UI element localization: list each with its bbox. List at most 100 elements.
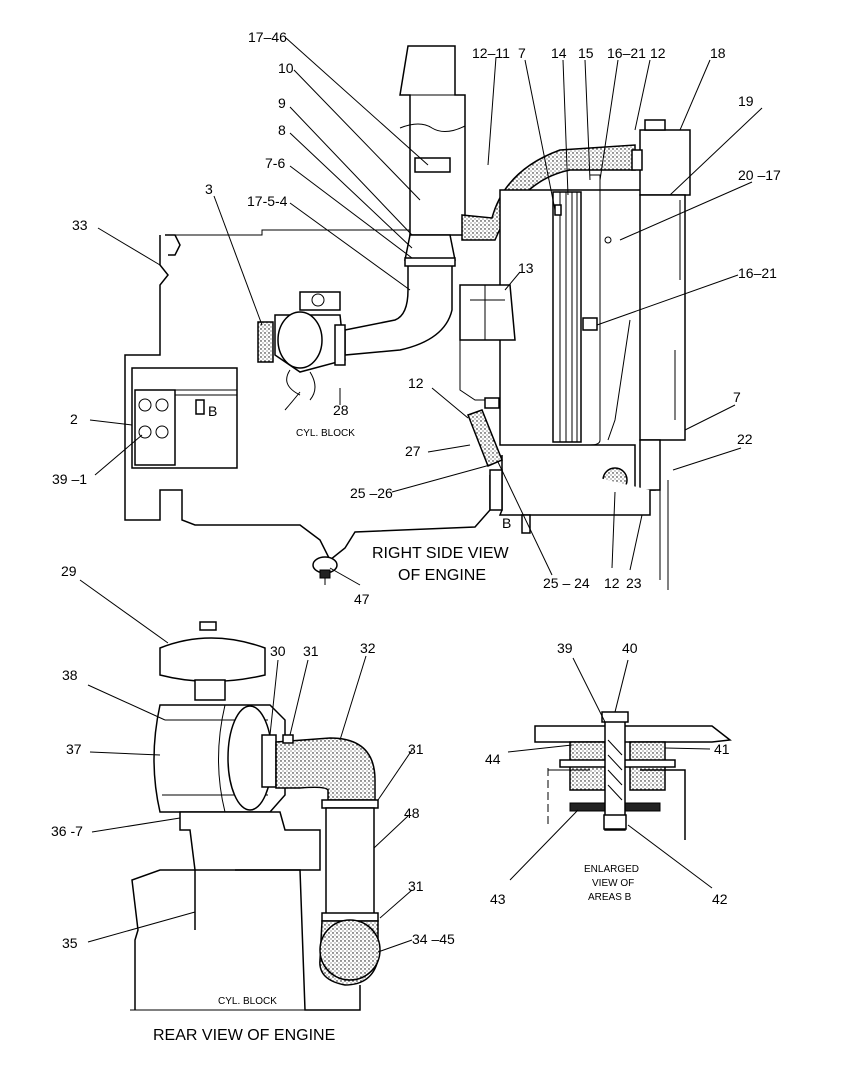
callout-2: 2 [70, 411, 78, 427]
elbow-clamp [404, 257, 456, 267]
right-view-caption-line1: RIGHT SIDE VIEW [372, 545, 510, 562]
nut [603, 814, 627, 830]
clamp-31-mid [321, 799, 379, 809]
mount-bolt [155, 425, 169, 439]
mount-bolt [138, 425, 152, 439]
callout-20-17: 20 –17 [738, 167, 781, 183]
callout-39-enlarged: 39 [557, 640, 573, 656]
callout-36-7: 36 -7 [51, 823, 83, 839]
callout-41: 41 [714, 741, 730, 757]
turbocharger [257, 291, 346, 411]
enlarged-caption-line1: ENLARGED [584, 864, 639, 875]
callout-47: 47 [354, 591, 370, 607]
callout-15: 15 [578, 45, 594, 61]
side-housing [459, 340, 500, 401]
cap-knob [199, 621, 217, 631]
aftercooler-housing [459, 284, 516, 341]
stack-band [399, 94, 466, 132]
callout-19: 19 [738, 93, 754, 109]
engine-block-top [165, 234, 181, 256]
lower-elbow-end [319, 919, 381, 981]
lower-hose [467, 409, 503, 467]
bolt-head [601, 711, 629, 723]
callout-31-top: 31 [303, 643, 319, 659]
callout-18: 18 [710, 45, 726, 61]
callout-16-21-mid: 16–21 [738, 265, 777, 281]
callout-38: 38 [62, 667, 78, 683]
callout-12-11: 12–11 [472, 45, 510, 61]
callout-25-26: 25 –26 [350, 485, 393, 501]
callout-17-5-4: 17-5-4 [247, 193, 288, 209]
outlet-clamp-30 [261, 734, 277, 788]
callout-16-21-top: 16–21 [607, 45, 646, 61]
mount-bolt [155, 398, 169, 412]
callout-17-46: 17–46 [248, 29, 287, 45]
callout-39-1: 39 –1 [52, 471, 87, 487]
bolt-hatch [607, 739, 623, 801]
callout-28: 28 [333, 402, 349, 418]
callout-25-24: 25 – 24 [543, 575, 590, 591]
callout-22: 22 [737, 431, 753, 447]
air-cleaner-cap [159, 637, 266, 683]
callout-7-mid: 7 [733, 389, 741, 405]
callout-12-top: 12 [650, 45, 666, 61]
stack-clamp [414, 157, 451, 173]
callout-10: 10 [278, 60, 294, 76]
callout-31-mid: 31 [408, 741, 424, 757]
enlarged-view: 39 40 44 41 ENLARGED VIEW OF AREAS B 43 … [485, 640, 732, 907]
callout-29: 29 [61, 563, 77, 579]
stack-neck [404, 234, 456, 261]
callout-7-top: 7 [518, 45, 526, 61]
callout-13: 13 [518, 260, 534, 276]
callout-7-6: 7-6 [265, 155, 285, 171]
area-b-label-1: B [208, 403, 217, 419]
block-top-line [175, 229, 410, 236]
callout-37: 37 [66, 741, 82, 757]
bolt-shank [604, 719, 626, 831]
intake-elbow-tube [344, 259, 453, 356]
leader-lines-right [89, 37, 763, 586]
cyl-block-label-right: CYL. BLOCK [296, 428, 355, 439]
callout-43: 43 [490, 891, 506, 907]
mount-bolt [138, 398, 152, 412]
callout-44: 44 [485, 751, 501, 767]
callout-12-bottom: 12 [604, 575, 620, 591]
callout-9: 9 [278, 95, 286, 111]
callout-31-low: 31 [408, 878, 424, 894]
radiator-group [489, 119, 691, 590]
leader-lines-rear [79, 579, 413, 953]
leader-lines-enlarged [507, 657, 713, 889]
lower-hose-clamp [484, 397, 500, 409]
mount-shelf [175, 389, 237, 396]
drain-valve [312, 556, 338, 585]
callout-32: 32 [360, 640, 376, 656]
enlarged-caption-line2: VIEW OF [592, 878, 634, 889]
callout-40: 40 [622, 640, 638, 656]
frame-rail [534, 725, 732, 743]
rear-view-caption: REAR VIEW OF ENGINE [153, 1027, 335, 1044]
callout-34-45: 34 –45 [412, 931, 455, 947]
callout-33: 33 [72, 217, 88, 233]
aftercooler-housing-detail [470, 285, 505, 340]
right-view-caption-line2: OF ENGINE [398, 567, 486, 584]
air-inlet-stack [399, 45, 466, 236]
enlarged-caption-line3: AREAS B [588, 892, 632, 903]
right-side-view: 17–46 10 9 8 7-6 17-5-4 3 33 12–11 7 14 … [52, 29, 781, 607]
rear-view: 29 30 31 32 38 37 31 36 -7 48 31 35 34 –… [51, 563, 455, 1044]
callout-14: 14 [551, 45, 567, 61]
engine-block-outline [124, 235, 491, 562]
bracket-right [640, 769, 686, 840]
cap-stem [194, 679, 226, 701]
callout-35: 35 [62, 935, 78, 951]
callout-8: 8 [278, 122, 286, 138]
callout-12-mid: 12 [408, 375, 424, 391]
mount-bolt-b [195, 399, 205, 415]
callout-27: 27 [405, 443, 421, 459]
callout-48: 48 [404, 805, 420, 821]
callout-3: 3 [205, 181, 213, 197]
callout-23: 23 [626, 575, 642, 591]
air-cleaner-support [179, 811, 321, 871]
rear-elbow [275, 737, 376, 801]
clamp-31-top [282, 734, 294, 744]
